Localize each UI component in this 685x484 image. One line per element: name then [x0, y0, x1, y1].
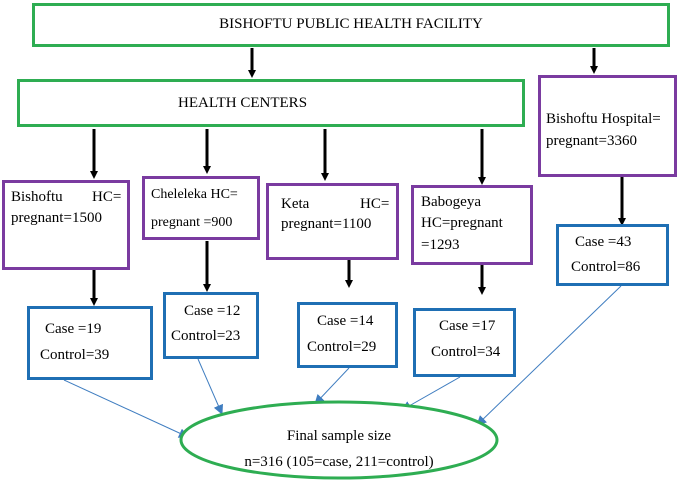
- health-centers-box: [17, 79, 525, 127]
- keta-hc-name: Keta: [281, 196, 310, 212]
- arrow-cheleleka-counts-to-final: [197, 358, 223, 415]
- keta-hc-box: [266, 183, 399, 260]
- babogeya-case: Case =17: [439, 318, 496, 334]
- babogeya-hc-value: =1293: [421, 237, 460, 253]
- final-sample-title: Final sample size: [286, 428, 392, 444]
- keta-control: Control=29: [307, 339, 377, 355]
- top-facility-box: [32, 3, 670, 47]
- keta-counts-box: [297, 302, 398, 368]
- top-facility-title: BISHOFTU PUBLIC HEALTH FACILITY: [219, 16, 483, 32]
- bishoftu-control: Control=39: [40, 347, 110, 363]
- hospital-line1: Bishoftu Hospital=: [546, 111, 661, 127]
- keta-hc-pregnant: pregnant=1100: [281, 216, 372, 232]
- babogeya-hc-pregnant: HC=pregnant: [421, 215, 503, 231]
- cheleleka-case: Case =12: [184, 303, 241, 319]
- cheleleka-counts-box: [163, 292, 259, 359]
- bishoftu-hc-box: [2, 180, 130, 270]
- arrow-keta-counts-to-final: [314, 367, 350, 405]
- hospital-line2: pregnant=3360: [546, 133, 637, 149]
- cheleleka-hc-pregnant: pregnant =900: [151, 215, 233, 230]
- hospital-counts-box: [556, 224, 669, 286]
- babogeya-hc-box: [411, 185, 533, 265]
- final-sample-detail: n=316 (105=case, 211=control): [244, 454, 434, 470]
- bishoftu-hc-pregnant: pregnant=1500: [11, 210, 102, 226]
- cheleleka-control: Control=23: [171, 328, 241, 344]
- babogeya-hc-name: Babogeya: [421, 194, 481, 210]
- arrow-bishoftu-counts-to-final: [63, 379, 189, 438]
- bishoftu-hc-name: Bishoftu: [11, 189, 63, 205]
- hospital-case: Case =43: [575, 234, 632, 250]
- bishoftu-case: Case =19: [45, 321, 102, 337]
- bishoftu-hc-suffix: HC=: [92, 189, 122, 205]
- arrow-hospital-counts-to-final: [476, 285, 622, 426]
- hospital-control: Control=86: [571, 259, 641, 275]
- hospital-box: [538, 75, 677, 177]
- final-sample-ellipse: [179, 400, 499, 480]
- arrow-babogeya-counts-to-final: [401, 376, 461, 411]
- keta-case: Case =14: [317, 313, 374, 329]
- babogeya-counts-box: [413, 308, 516, 377]
- cheleleka-hc-name: Cheleleka HC=: [151, 187, 238, 202]
- bishoftu-counts-box: [27, 306, 153, 380]
- keta-hc-suffix: HC=: [360, 196, 390, 212]
- babogeya-control: Control=34: [431, 344, 501, 360]
- health-centers-title: HEALTH CENTERS: [178, 95, 308, 111]
- cheleleka-hc-box: [142, 176, 260, 240]
